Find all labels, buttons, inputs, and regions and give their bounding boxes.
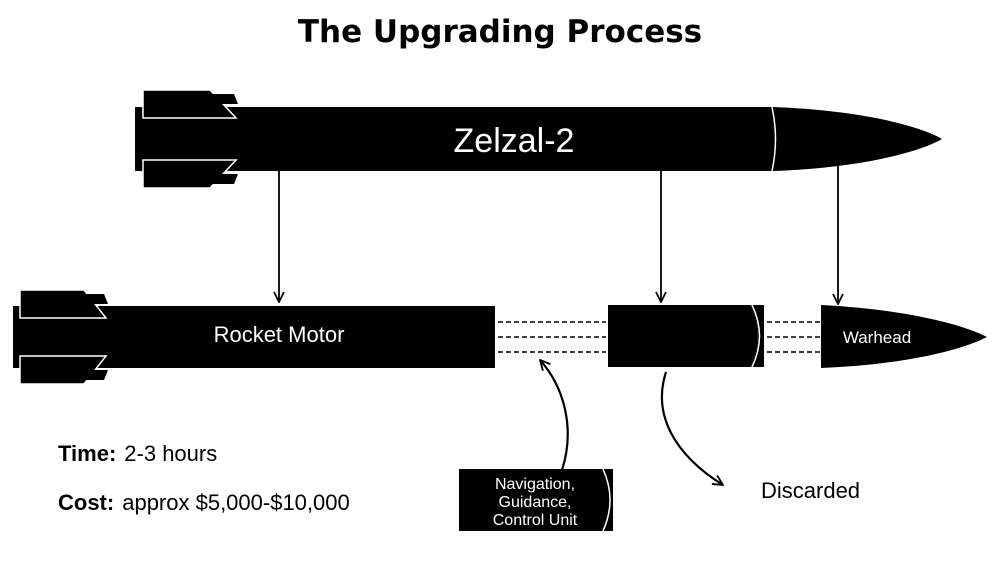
- discarded-label: Discarded: [761, 478, 861, 503]
- cost-label: Cost:: [58, 490, 115, 515]
- time-label: Time:: [58, 441, 117, 466]
- cost-value: approx $5,000-$10,000: [122, 490, 350, 515]
- time-info: Time: 2-3 hours: [58, 441, 217, 467]
- warhead: Warhead: [821, 305, 987, 368]
- cost-info: Cost: approx $5,000-$10,000: [58, 490, 350, 516]
- unit-label-line3: Control Unit: [493, 512, 578, 529]
- middle-section: [608, 304, 764, 368]
- unit-label-line1: Navigation,: [495, 476, 575, 493]
- unit-label-line2: Guidance,: [499, 494, 572, 511]
- rocket-motor: Rocket Motor: [13, 289, 495, 385]
- missile-name-label: Zelzal-2: [454, 122, 575, 160]
- time-value: 2-3 hours: [124, 441, 218, 466]
- discard-arrow: [660, 371, 723, 485]
- diagram-title: The Upgrading Process: [297, 14, 703, 50]
- connector-lines-left: [498, 321, 606, 353]
- nav-guidance-unit: Navigation, Guidance, Control Unit: [459, 468, 613, 532]
- full-missile: Zelzal-2: [135, 89, 942, 189]
- split-arrows: [279, 164, 838, 304]
- rocket-motor-label: Rocket Motor: [214, 322, 345, 347]
- connector-lines-right: [767, 321, 821, 353]
- insert-unit-arrow: [540, 360, 569, 471]
- warhead-label: Warhead: [843, 328, 911, 347]
